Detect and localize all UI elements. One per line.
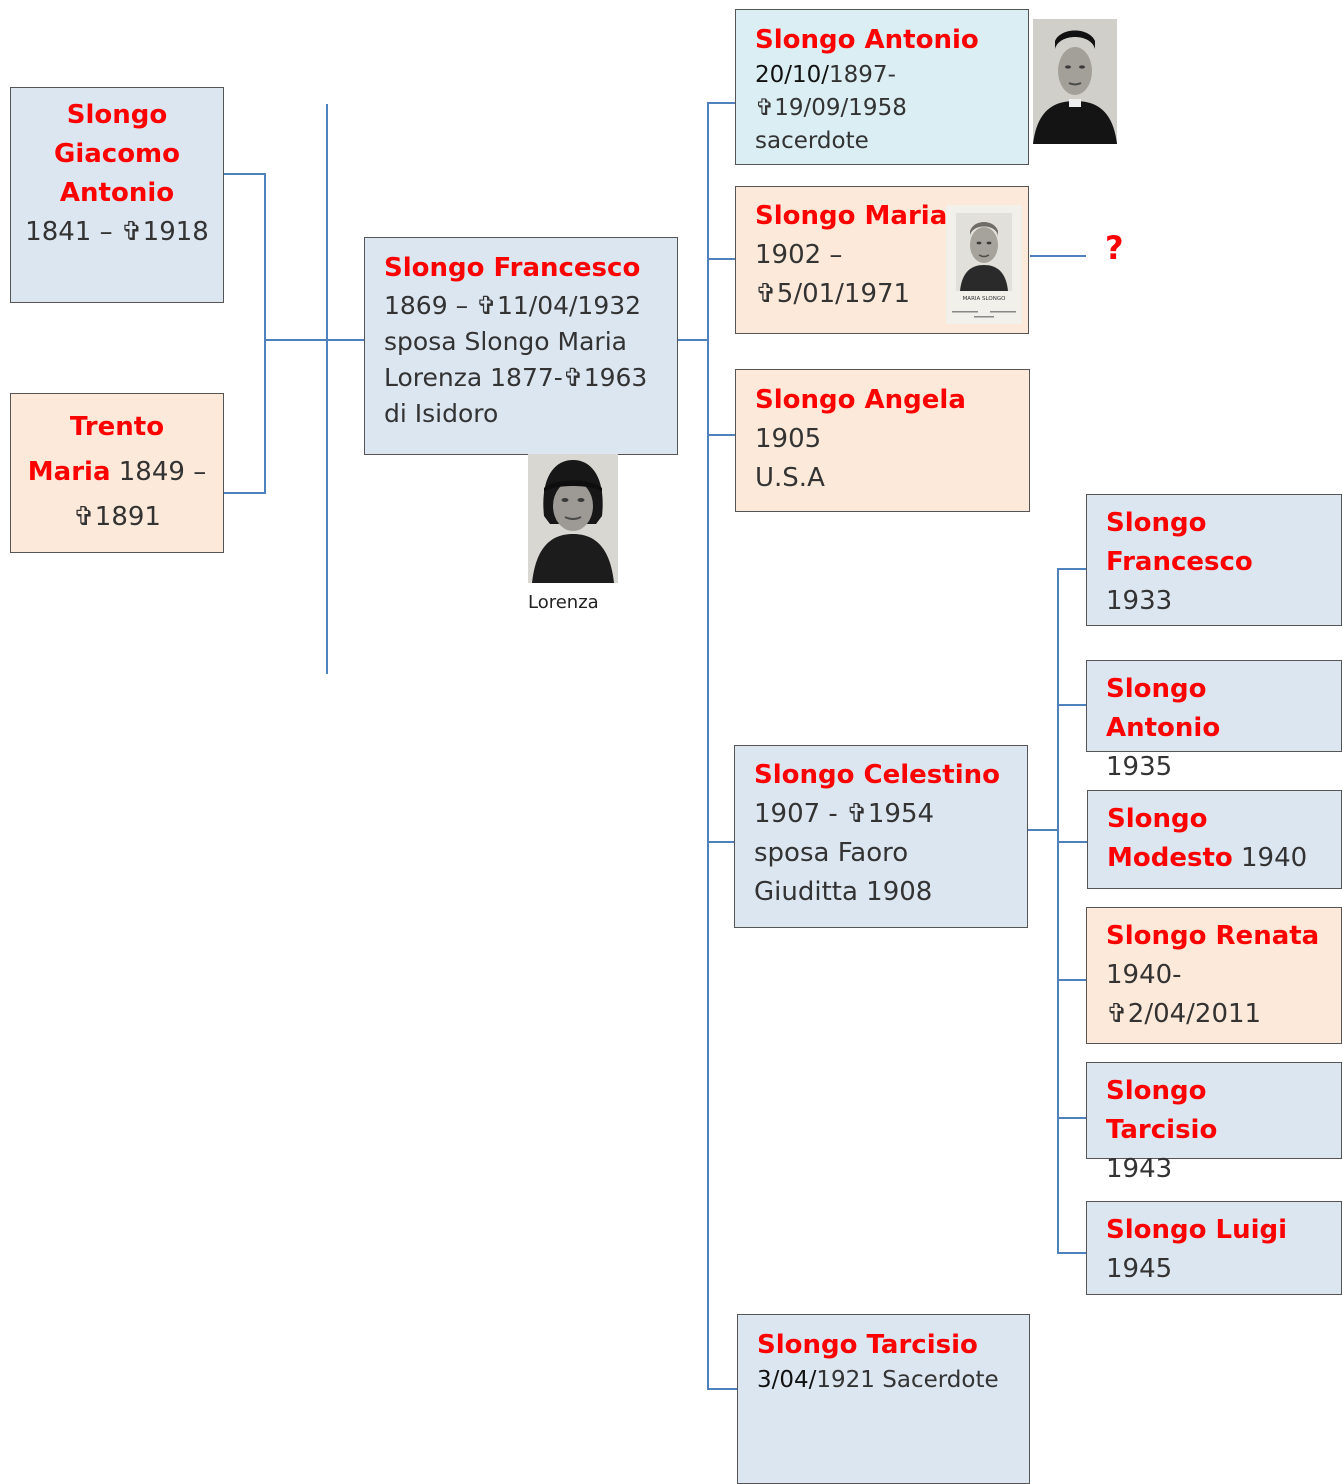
person-name: Slongo Celestino	[754, 760, 1000, 790]
person-name-and-year: Modesto 1940	[1107, 839, 1322, 878]
person-name-second-line: Maria	[27, 457, 111, 487]
person-name: Slongo Maria	[755, 201, 948, 231]
connector-maria-to-unknown	[1030, 255, 1086, 257]
person-year: 1933	[1106, 586, 1173, 616]
connector-grandchildren-trunk	[1057, 568, 1059, 1254]
antonio-photo	[1033, 19, 1117, 144]
person-francesco-box: Slongo Francesco 1869 – ✞11/04/1932 spos…	[364, 237, 678, 455]
person-birth-date: 3/04/	[757, 1367, 817, 1393]
connector-grandchild-antonio	[1057, 704, 1087, 706]
person-name: Slongo Luigi	[1106, 1215, 1288, 1245]
person-year: 1935	[1106, 752, 1173, 782]
connector-mother	[223, 492, 266, 494]
person-name: Slongo Francesco	[1106, 508, 1253, 577]
person-name: Slongo Tarcisio	[757, 1330, 978, 1360]
person-father-box: Slongo Giacomo Antonio 1841 – ✞1918	[10, 87, 224, 303]
person-grandchild-tarcisio-box: Slongo Tarcisio 1943	[1086, 1062, 1342, 1184]
connector-children-trunk	[707, 102, 709, 1390]
person-line: ✞5/01/1971	[755, 279, 911, 309]
connector-generation-divider	[326, 104, 328, 674]
person-grandchild-renata-box: Slongo Renata 1940- ✞2/04/2011	[1086, 907, 1342, 1044]
person-name: Slongo Giacomo Antonio	[53, 100, 181, 208]
person-antonio-box: Slongo Antonio 20/10/1897- ✞19/09/1958 s…	[735, 9, 1029, 165]
connector-couple-to-children	[677, 339, 708, 341]
person-grandchild-antonio-box: Slongo Antonio 1935	[1086, 660, 1342, 782]
person-dates: 1841 – ✞1918	[25, 217, 209, 247]
connector-child-tarcisio	[707, 1388, 737, 1390]
person-birth: 3/04/1921 Sacerdote	[757, 1364, 1010, 1397]
lorenza-photo	[528, 454, 618, 583]
person-line: ✞2/04/2011	[1106, 999, 1262, 1029]
person-name: Slongo Tarcisio	[1106, 1076, 1218, 1145]
connector-child-celestino	[707, 841, 735, 843]
person-grandchild-modesto-box: Slongo Modesto 1940	[1087, 790, 1342, 889]
maria-photo: MARIA SLONGO	[946, 205, 1022, 324]
person-year: 1940	[1241, 843, 1308, 873]
person-birth-date: 20/10/	[755, 62, 830, 88]
person-birth: 20/10/1897-	[755, 59, 1009, 92]
person-grandchild-francesco-box: Slongo Francesco 1933	[1086, 494, 1342, 626]
person-line: U.S.A	[755, 463, 825, 493]
person-line: 1940-	[1106, 960, 1182, 990]
person-name: Slongo Antonio	[1106, 674, 1221, 743]
portrait-image	[528, 454, 618, 583]
connector-grandchild-luigi	[1057, 1252, 1087, 1254]
person-death: ✞1891	[73, 502, 161, 532]
person-birth: 1849 –	[118, 457, 207, 487]
person-role: sacerdote	[755, 128, 869, 154]
person-name: Slongo Angela	[755, 385, 966, 415]
unknown-descendant-marker: ?	[1105, 229, 1124, 267]
person-tarcisio-box: Slongo Tarcisio 3/04/1921 Sacerdote	[737, 1314, 1030, 1484]
person-angela-box: Slongo Angela 1905 U.S.A	[735, 369, 1030, 512]
person-death: ✞19/09/1958	[755, 95, 907, 121]
connector-grandchild-francesco	[1057, 568, 1087, 570]
person-line: 1902 –	[755, 240, 843, 270]
person-line: 1869 – ✞11/04/1932	[384, 291, 642, 320]
person-mother-box: Trento Maria 1849 – ✞1891	[10, 393, 224, 553]
connector-child-maria	[707, 258, 735, 260]
connector-grandchild-tarcisio	[1057, 1117, 1087, 1119]
maria-photo-label: MARIA SLONGO	[963, 296, 1007, 302]
person-name-first-line: Slongo	[1107, 804, 1208, 834]
person-name: Slongo Renata	[1106, 921, 1320, 951]
person-name: Slongo Antonio	[755, 25, 979, 55]
portrait-image	[1033, 19, 1117, 144]
person-line: 1905	[755, 424, 822, 454]
person-line: di Isidoro	[384, 399, 499, 428]
person-birth-year: 1897-	[829, 62, 896, 88]
person-year: 1943	[1106, 1154, 1173, 1184]
connector-grandchild-modesto	[1057, 841, 1087, 843]
person-line: sposa Slongo Maria	[384, 327, 627, 356]
portrait-image: MARIA SLONGO	[946, 205, 1022, 324]
person-celestino-box: Slongo Celestino 1907 - ✞1954 sposa Faor…	[734, 745, 1028, 928]
person-line: sposa Faoro	[754, 838, 909, 868]
connector-parents-to-couple	[264, 339, 365, 341]
person-year: 1945	[1106, 1254, 1173, 1284]
person-name-second-line: Modesto	[1107, 843, 1233, 873]
person-birth-year: 1921 Sacerdote	[816, 1367, 999, 1393]
person-line: Giuditta 1908	[754, 877, 933, 907]
connector-celestino-to-children	[1028, 829, 1058, 831]
connector-father	[223, 173, 266, 175]
person-line: Lorenza 1877-✞1963	[384, 363, 648, 392]
person-name-and-dates: Maria 1849 –	[17, 450, 217, 495]
connector-parents-vertical	[264, 173, 266, 494]
person-line: 1907 - ✞1954	[754, 799, 935, 829]
connector-child-angela	[707, 434, 735, 436]
person-name-first-line: Trento	[69, 412, 165, 442]
connector-child-antonio	[707, 102, 735, 104]
person-grandchild-luigi-box: Slongo Luigi 1945	[1086, 1201, 1342, 1295]
connector-grandchild-renata	[1057, 979, 1087, 981]
person-name: Slongo Francesco	[384, 253, 641, 283]
lorenza-photo-caption: Lorenza	[528, 592, 599, 613]
